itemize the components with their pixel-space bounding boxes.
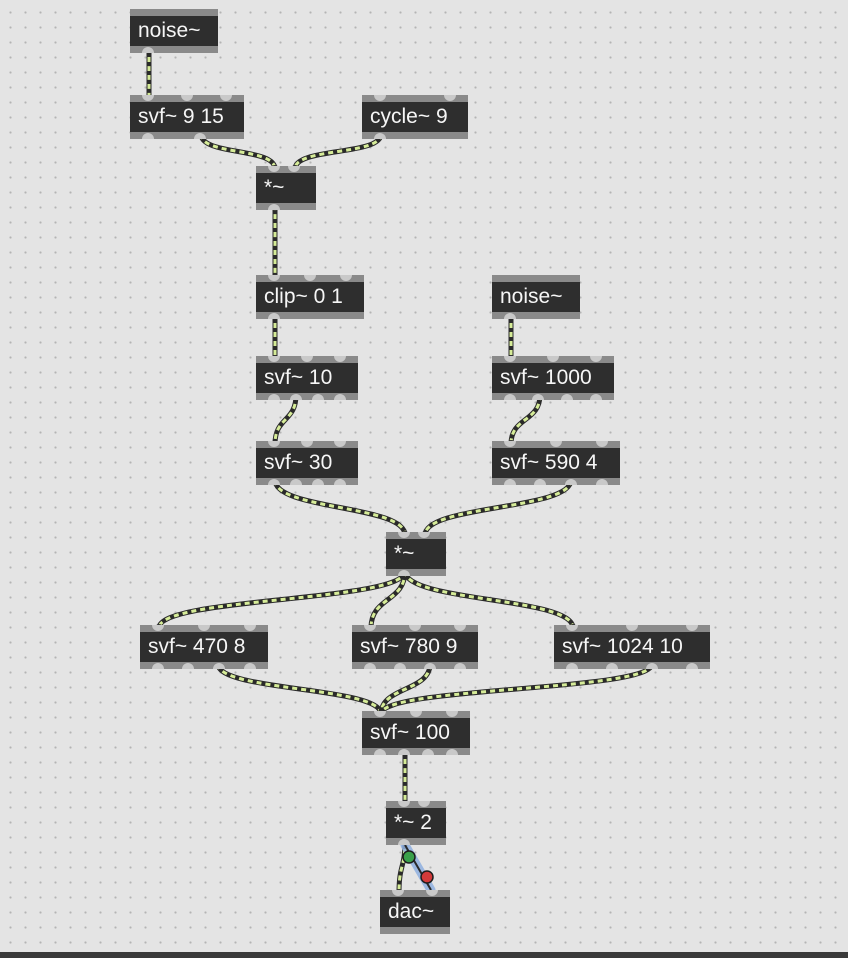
object-text: svf~ 1000: [500, 366, 592, 389]
cord-mul2-svf7809-dash: [369, 570, 407, 629]
cord-cycle9-mul1-dash: [293, 133, 383, 170]
multiply-object-2[interactable]: *~: [386, 532, 446, 576]
cord-svf10-svf30-dash: [273, 394, 298, 445]
object-text: noise~: [500, 285, 563, 308]
cord-svf915-mul1-dash: [199, 133, 277, 170]
svf-30-object[interactable]: svf~ 30: [256, 441, 358, 485]
multiply-object-1[interactable]: *~: [256, 166, 316, 210]
cord-mul2-svf7809[interactable]: [368, 568, 408, 631]
object-text: svf~ 9 15: [138, 105, 224, 128]
object-text: svf~ 780 9: [360, 635, 458, 658]
svf-1024-10-object[interactable]: svf~ 1024 10: [554, 625, 710, 669]
object-text: svf~ 590 4: [500, 451, 598, 474]
cord-svf5904-mul2-dash: [423, 479, 573, 536]
noise-object-1[interactable]: noise~: [130, 9, 218, 53]
svf-590-4-object[interactable]: svf~ 590 4: [492, 441, 620, 485]
object-text: *~ 2: [394, 811, 432, 834]
cord-svf4708-svf100-dash: [216, 663, 383, 715]
cord-svf30-mul2[interactable]: [272, 477, 408, 538]
cord-svf1000-svf5904-dash: [509, 394, 542, 445]
svf-100-object[interactable]: svf~ 100: [362, 711, 470, 755]
object-text: cycle~ 9: [370, 105, 448, 128]
cord-cycle9-mul1[interactable]: [292, 131, 384, 172]
multiply-2-object[interactable]: *~ 2: [386, 801, 446, 845]
object-text: dac~: [388, 900, 435, 923]
object-text: svf~ 10: [264, 366, 333, 389]
cord-handle-end[interactable]: [420, 870, 434, 884]
svf-10-object[interactable]: svf~ 10: [256, 356, 358, 400]
object-text: svf~ 100: [370, 721, 450, 744]
svf-780-9-object[interactable]: svf~ 780 9: [352, 625, 478, 669]
cord-mul3-dac-left[interactable]: [396, 837, 408, 896]
cord-svf7809-svf100-dash: [379, 663, 432, 715]
cord-svf30-mul2-dash: [273, 479, 407, 536]
cord-handle-start[interactable]: [402, 850, 416, 864]
object-text: noise~: [138, 19, 201, 42]
object-text: *~: [264, 176, 285, 199]
cord-mul2-svf4708[interactable]: [156, 568, 408, 631]
horizontal-scrollbar[interactable]: [0, 952, 848, 958]
object-text: *~: [394, 542, 415, 565]
svf-470-8-object[interactable]: svf~ 470 8: [140, 625, 268, 669]
noise-object-2[interactable]: noise~: [492, 275, 580, 319]
cord-svf1000-svf5904[interactable]: [508, 392, 543, 447]
svf-9-15-object[interactable]: svf~ 9 15: [130, 95, 244, 139]
dac-object[interactable]: dac~: [380, 890, 450, 934]
cord-svf5904-mul2[interactable]: [422, 477, 574, 538]
cord-mul2-svf102410-dash: [403, 570, 575, 629]
cord-svf4708-svf100[interactable]: [215, 661, 384, 717]
cord-svf102410-svf100[interactable]: [378, 661, 655, 717]
cord-mul3-dac-left-dash: [397, 839, 407, 894]
cycle-9-object[interactable]: cycle~ 9: [362, 95, 468, 139]
object-text: svf~ 1024 10: [562, 635, 683, 658]
cord-mul3-dac-right-core: [404, 844, 432, 891]
object-text: svf~ 30: [264, 451, 333, 474]
cord-mul3-dac-right-selected[interactable]: [400, 840, 436, 895]
cord-mul2-svf4708-dash: [157, 570, 407, 629]
object-text: clip~ 0 1: [264, 285, 343, 308]
clip-object[interactable]: clip~ 0 1: [256, 275, 364, 319]
svf-1000-object[interactable]: svf~ 1000: [492, 356, 614, 400]
cord-mul2-svf102410[interactable]: [402, 568, 576, 631]
cord-svf10-svf30[interactable]: [272, 392, 299, 447]
cord-svf102410-svf100-dash: [379, 663, 654, 715]
cord-svf7809-svf100[interactable]: [378, 661, 433, 717]
cord-svf915-mul1[interactable]: [198, 131, 278, 172]
object-text: svf~ 470 8: [148, 635, 246, 658]
